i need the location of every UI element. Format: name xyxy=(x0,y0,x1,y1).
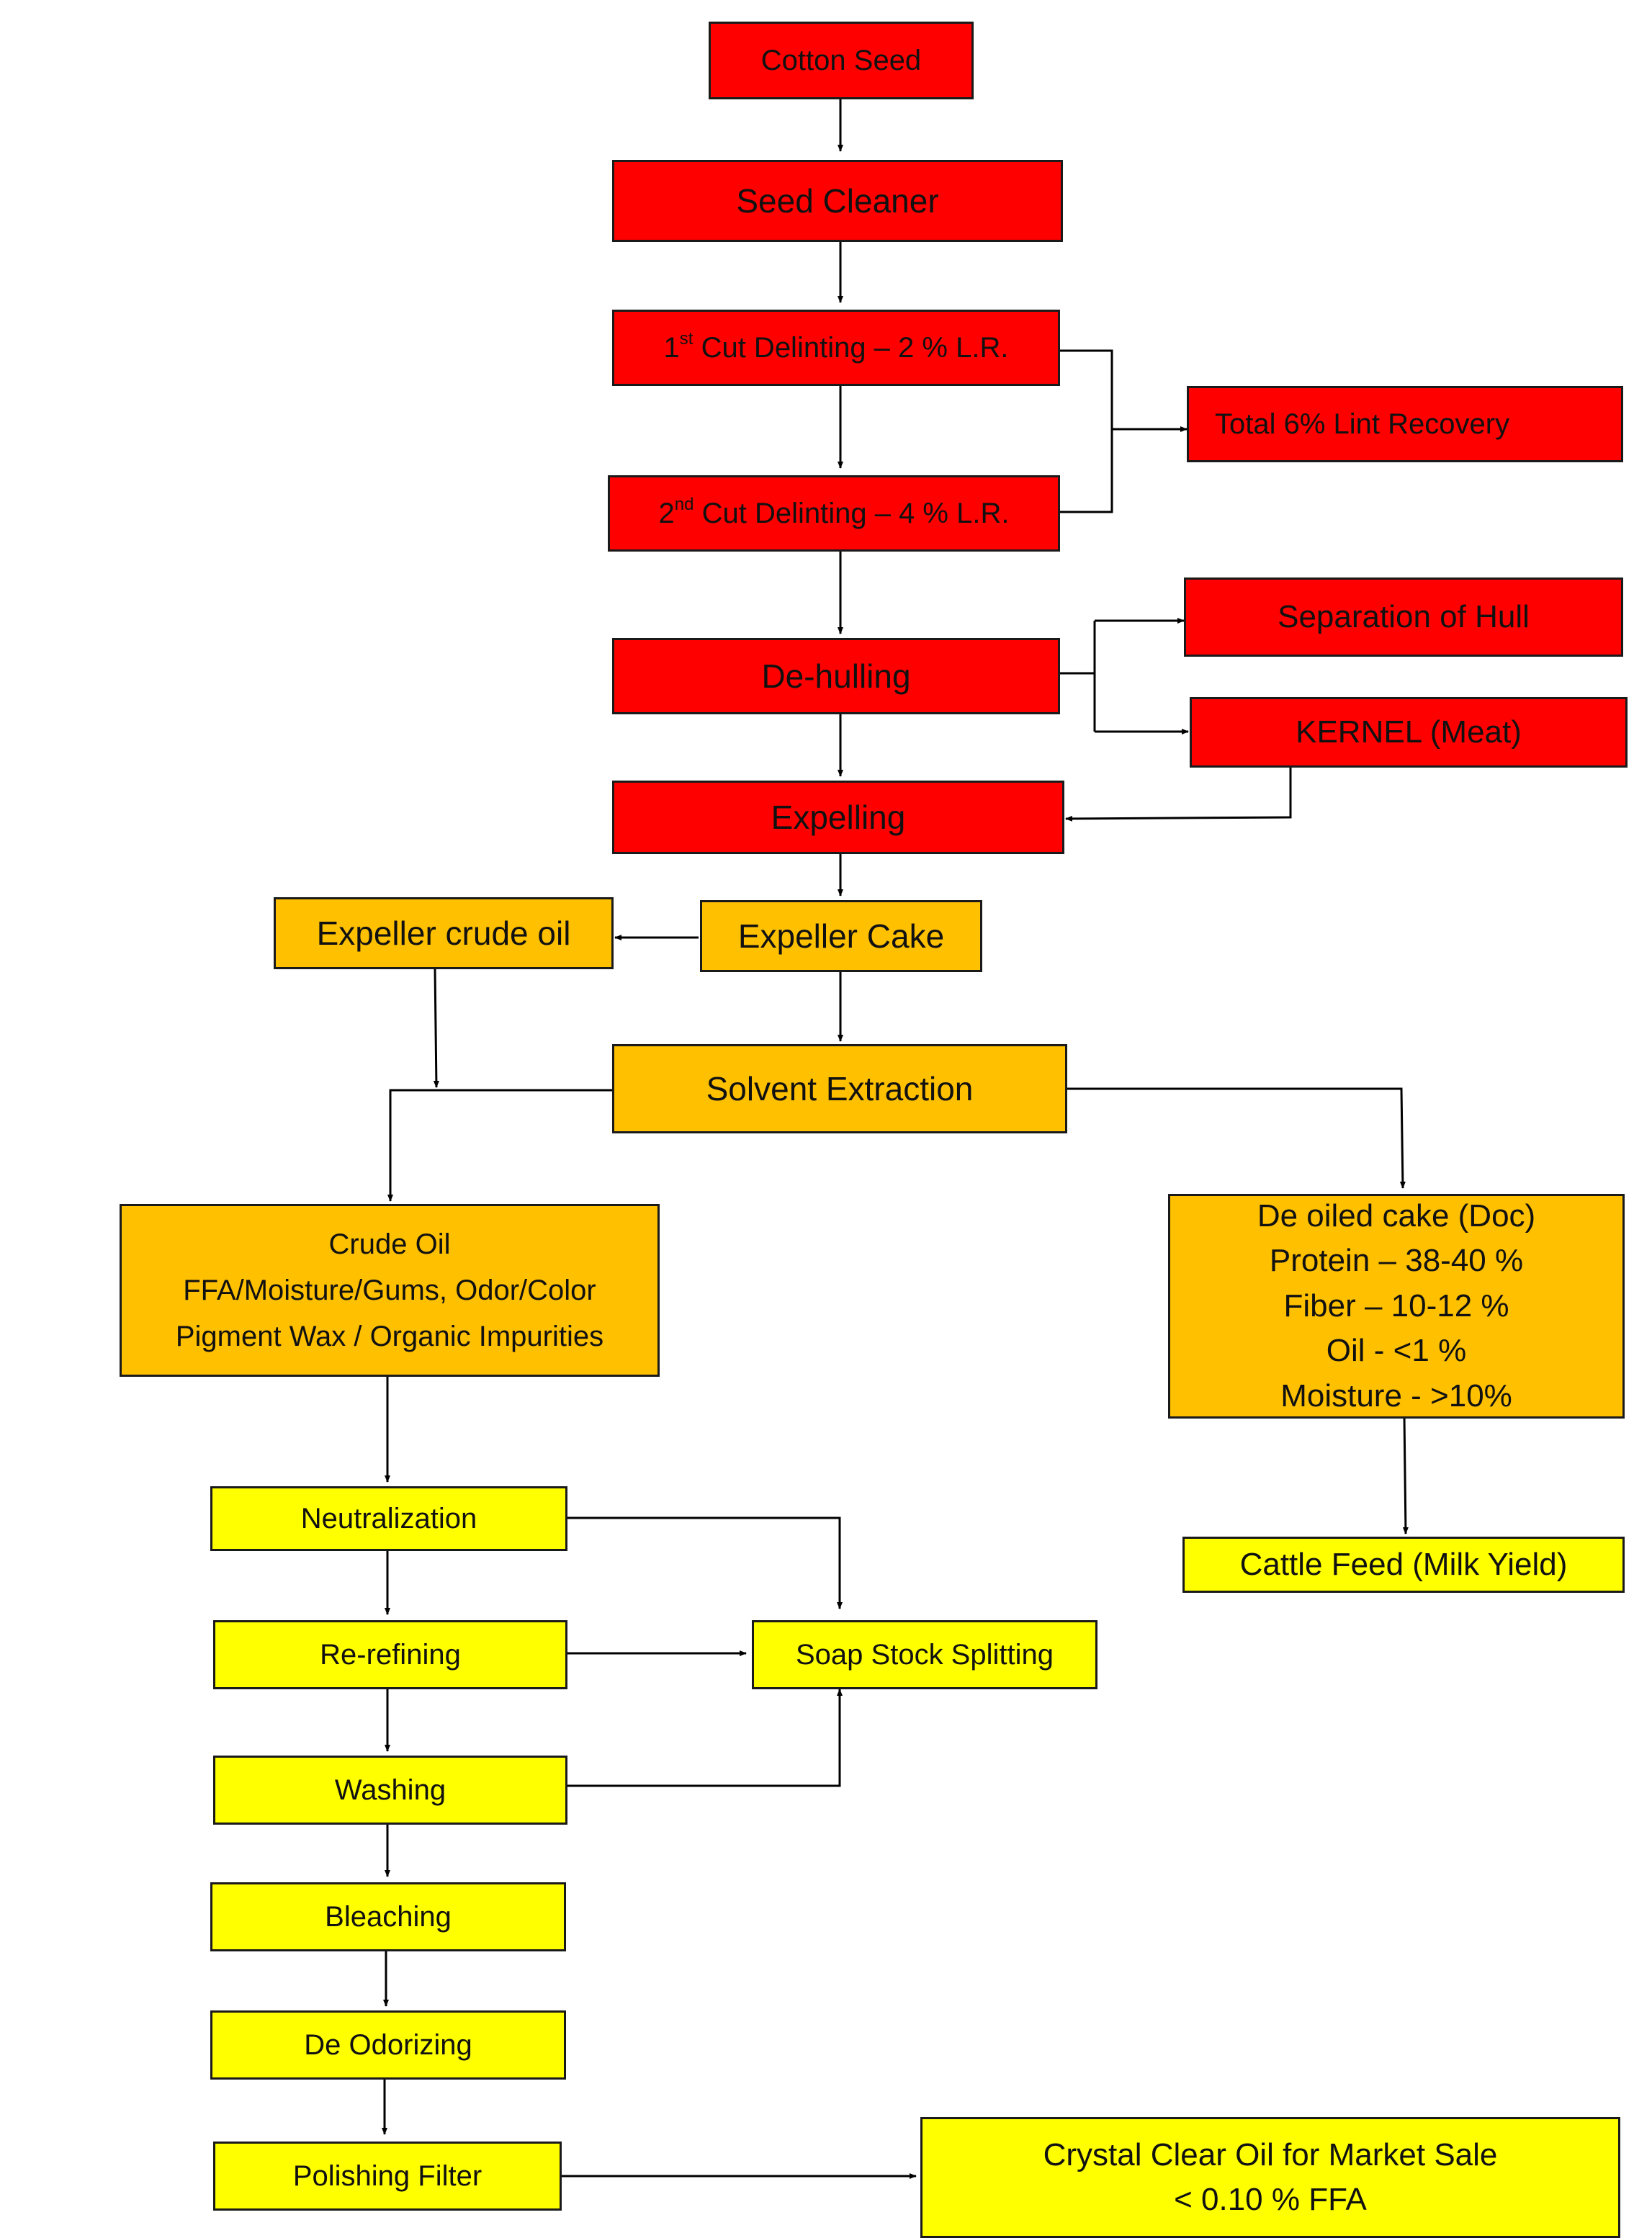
node-label: Washing xyxy=(334,1774,446,1806)
node-label: Oil - <1 % xyxy=(1326,1333,1467,1369)
node-second-cut-delinting: 2nd Cut Delinting – 4 % L.R. xyxy=(608,475,1060,552)
node-label: Re-refining xyxy=(320,1639,461,1671)
node-expelling: Expelling xyxy=(612,781,1064,854)
node-neutralization: Neutralization xyxy=(210,1486,567,1551)
node-label: Pigment Wax / Organic Impurities xyxy=(175,1321,604,1352)
connector-dehull-split xyxy=(1060,621,1096,732)
node-total-lint-recovery: Total 6% Lint Recovery xyxy=(1187,386,1623,462)
node-label: Expeller crude oil xyxy=(316,914,571,952)
node-first-cut-delinting: 1st Cut Delinting – 2 % L.R. xyxy=(612,310,1060,386)
node-washing: Washing xyxy=(213,1756,567,1825)
node-label: Expeller Cake xyxy=(737,917,945,955)
node-label: Cattle Feed (Milk Yield) xyxy=(1239,1547,1568,1583)
node-label: Crystal Clear Oil for Market Sale xyxy=(1043,2137,1498,2173)
node-seed-cleaner: Seed Cleaner xyxy=(612,160,1063,242)
connector-neutralization-to-soap xyxy=(566,1516,843,1609)
node-label: De oiled cake (Doc) xyxy=(1257,1197,1536,1233)
node-label: Neutralization xyxy=(300,1503,477,1534)
node-label: < 0.10 % FFA xyxy=(1174,2182,1367,2217)
node-deodorizing: De Odorizing xyxy=(210,2010,566,2080)
node-label: Polishing Filter xyxy=(292,2160,482,2192)
node-cotton-seed: Cotton Seed xyxy=(709,22,974,99)
node-deoiled-cake: De oiled cake (Doc) Protein – 38-40 % Fi… xyxy=(1168,1194,1625,1419)
node-crystal-clear-oil: Crystal Clear Oil for Market Sale < 0.10… xyxy=(920,2117,1620,2238)
node-label: Expelling xyxy=(771,798,906,836)
node-solvent-extraction: Solvent Extraction xyxy=(612,1044,1067,1133)
node-label: Solvent Extraction xyxy=(706,1069,974,1107)
node-label: Bleaching xyxy=(325,1901,452,1933)
node-label: Protein – 38-40 % xyxy=(1269,1243,1524,1279)
node-crude-oil: Crude Oil FFA/Moisture/Gums, Odor/Color … xyxy=(120,1204,660,1377)
connector-solvent-to-crude xyxy=(387,1089,612,1202)
node-label: KERNEL (Meat) xyxy=(1296,714,1522,750)
node-label: 1st Cut Delinting – 2 % L.R. xyxy=(663,329,1009,364)
node-polishing-filter: Polishing Filter xyxy=(213,2142,562,2211)
node-label: Crude Oil xyxy=(328,1228,451,1260)
connector-lint-bracket xyxy=(1060,349,1113,513)
node-label: De Odorizing xyxy=(304,2029,472,2061)
node-label: Total 6% Lint Recovery xyxy=(1215,408,1510,440)
node-label: Soap Stock Splitting xyxy=(796,1639,1054,1671)
node-cattle-feed: Cattle Feed (Milk Yield) xyxy=(1182,1537,1625,1593)
node-separation-of-hull: Separation of Hull xyxy=(1184,578,1623,657)
node-label: Separation of Hull xyxy=(1278,599,1530,635)
node-soap-stock-splitting: Soap Stock Splitting xyxy=(752,1620,1097,1689)
node-label: FFA/Moisture/Gums, Odor/Color xyxy=(183,1275,596,1306)
connector-expeller-oil-down xyxy=(433,969,439,1088)
connector-solvent-to-doc xyxy=(1064,1087,1406,1189)
node-expeller-cake: Expeller Cake xyxy=(700,900,982,972)
node-label: Seed Cleaner xyxy=(736,181,939,220)
node-label: De-hulling xyxy=(761,657,911,695)
node-label: 2nd Cut Delinting – 4 % L.R. xyxy=(658,495,1010,530)
node-kernel: KERNEL (Meat) xyxy=(1190,697,1628,768)
node-bleaching: Bleaching xyxy=(210,1882,566,1951)
node-label: Moisture - >10% xyxy=(1280,1378,1512,1414)
node-dehulling: De-hulling xyxy=(612,638,1060,714)
node-label: Cotton Seed xyxy=(760,45,922,76)
node-label: Fiber – 10-12 % xyxy=(1283,1287,1509,1324)
connector-washing-to-soap xyxy=(567,1689,843,1787)
connector-kernel-to-expelling xyxy=(1065,768,1292,822)
node-expeller-crude-oil: Expeller crude oil xyxy=(274,897,614,969)
connector-doc-to-cattle xyxy=(1402,1415,1409,1534)
node-rerefining: Re-refining xyxy=(213,1620,567,1689)
